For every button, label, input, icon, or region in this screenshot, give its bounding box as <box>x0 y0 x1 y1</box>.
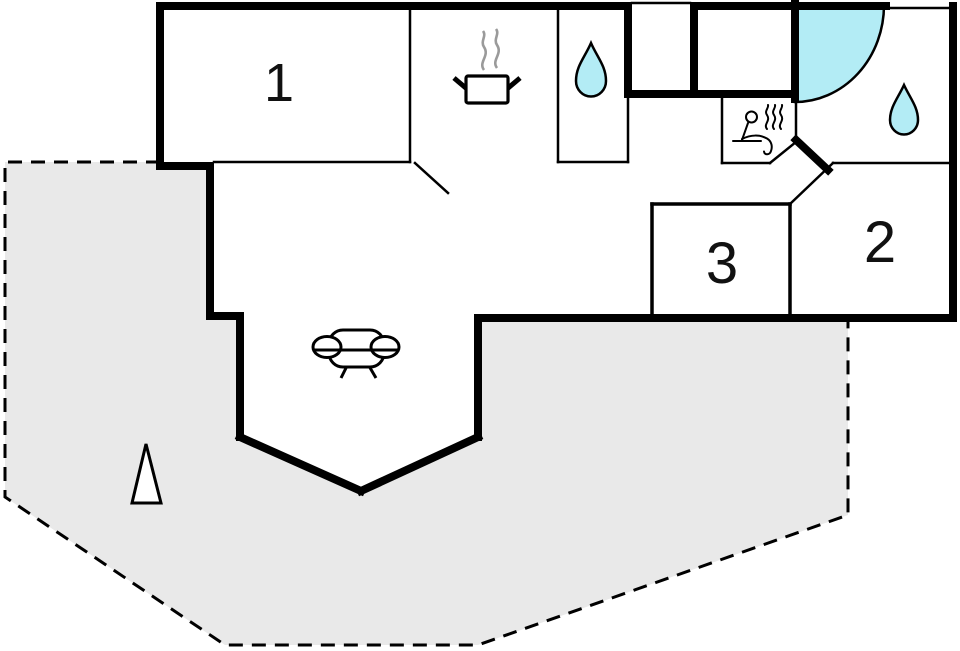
room-3-label: 3 <box>706 231 738 296</box>
sauna-person-icon <box>732 104 784 156</box>
terrace-area <box>5 162 848 645</box>
stove-pot-icon <box>452 28 522 105</box>
exterior-walls <box>156 0 957 497</box>
tree-icon <box>130 443 163 505</box>
sofa-armrest <box>369 335 401 359</box>
interior-walls <box>212 1 955 206</box>
steam-wave <box>494 28 500 69</box>
sauna-person-legs <box>741 134 773 156</box>
bedroom-partition-walls <box>650 202 792 318</box>
corner-shower-icon <box>793 3 886 104</box>
pot-body <box>464 74 510 105</box>
sauna-person-back <box>741 122 749 141</box>
heat-wave <box>771 104 777 130</box>
room-2-label: 2 <box>864 210 896 275</box>
door-swing <box>413 161 450 195</box>
sauna-person-head <box>745 110 758 124</box>
steam-wave <box>481 30 487 71</box>
sofa-armrest <box>311 335 343 359</box>
room-1-label: 1 <box>264 53 294 113</box>
heat-wave <box>764 104 770 130</box>
sofa-icon <box>311 328 401 379</box>
heat-wave <box>778 104 784 130</box>
water-drop-icon-shower-room <box>888 82 920 136</box>
water-drop-icon-bathroom <box>574 39 608 98</box>
